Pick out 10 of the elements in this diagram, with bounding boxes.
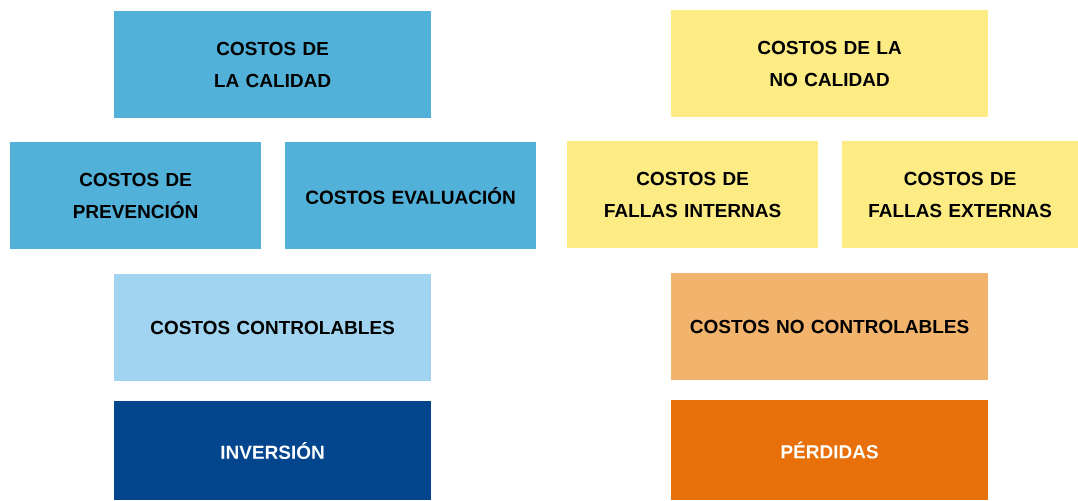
label-box: COSTOS EVALUACIÓN — [285, 142, 536, 249]
label-box: COSTOS DE LA NO CALIDAD — [671, 10, 988, 117]
label-box: COSTOS DE PREVENCIÓN — [10, 142, 261, 249]
label-box: COSTOS DE FALLAS EXTERNAS — [842, 141, 1078, 248]
label-box: PÉRDIDAS — [671, 400, 988, 500]
label-box: COSTOS CONTROLABLES — [114, 274, 431, 381]
label-box: COSTOS DE LA CALIDAD — [114, 11, 431, 118]
label-box: INVERSIÓN — [114, 401, 431, 500]
label-box: COSTOS DE FALLAS INTERNAS — [567, 141, 818, 248]
label-box: COSTOS NO CONTROLABLES — [671, 273, 988, 380]
